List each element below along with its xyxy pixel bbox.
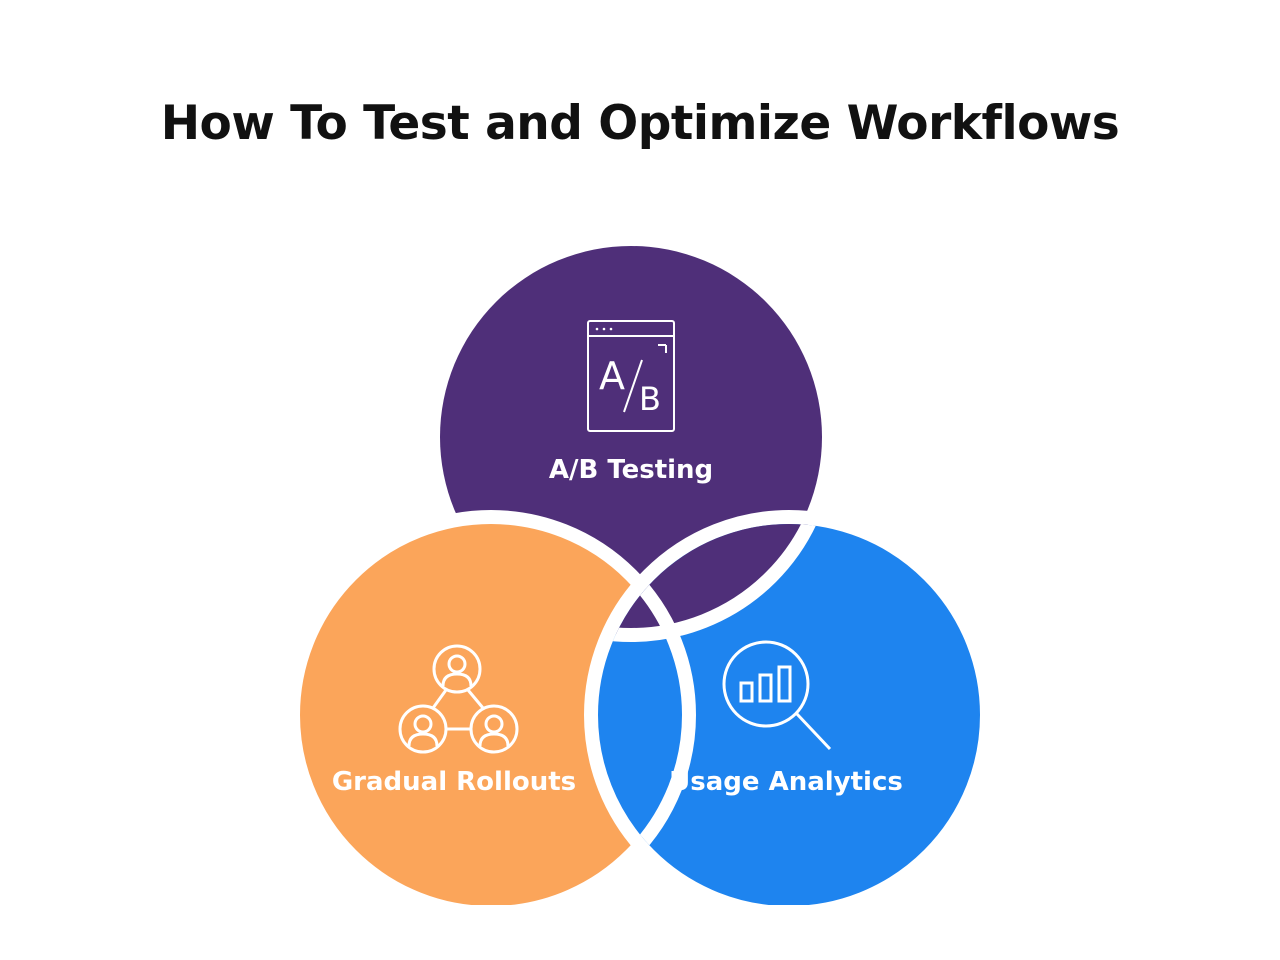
ab-test-window-icon: A B (587, 320, 675, 432)
connected-users-icon (398, 644, 519, 754)
label-ab-testing: A/B Testing (548, 455, 714, 485)
circle-usage-analytics (584, 510, 994, 920)
label-gradual-rollouts: Gradual Rollouts (331, 767, 577, 797)
svg-text:B: B (639, 380, 661, 418)
page-title: How To Test and Optimize Workflows (160, 96, 1120, 151)
svg-text:A: A (599, 354, 625, 398)
label-usage-analytics: Usage Analytics (669, 767, 903, 797)
magnifier-chart-icon (722, 640, 832, 751)
